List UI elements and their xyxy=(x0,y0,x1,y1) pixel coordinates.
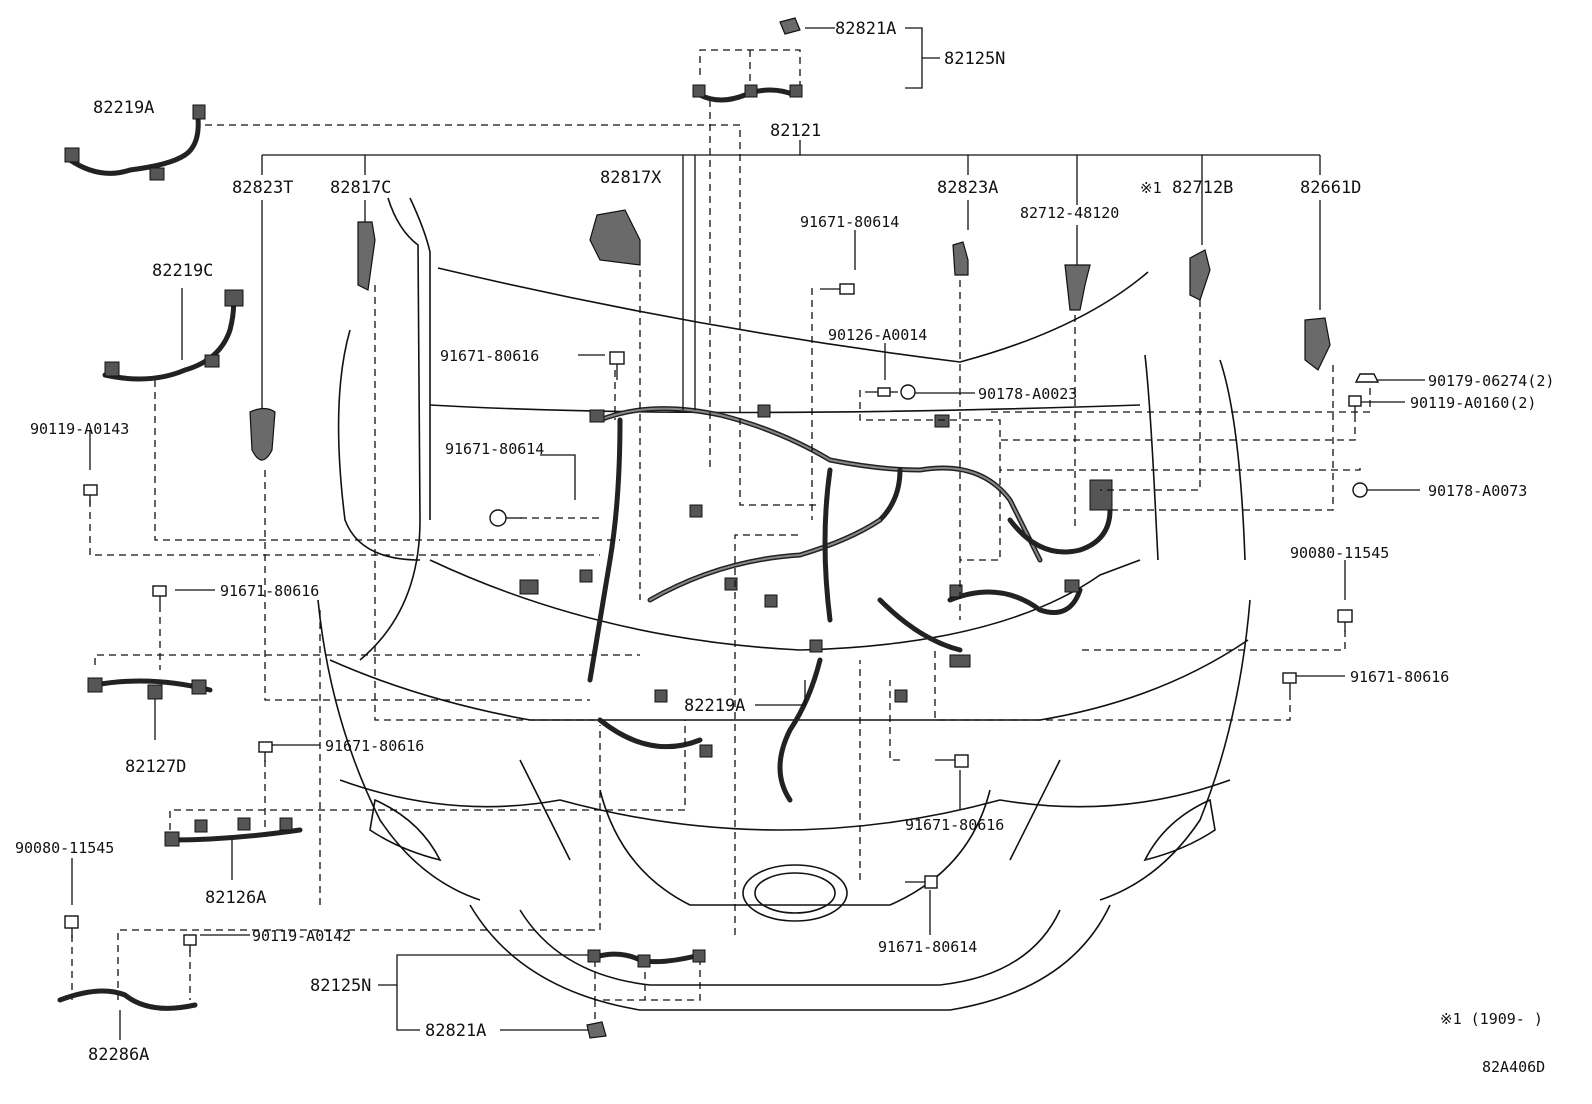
label-82817C: 82817C xyxy=(330,178,391,198)
label-82126A: 82126A xyxy=(205,888,266,908)
parts-drawn xyxy=(57,17,1331,1039)
bolt-91671-80616-r xyxy=(1282,672,1297,700)
bolt-91671-80616-a xyxy=(609,351,625,380)
label-90126-A0014: 90126-A0014 xyxy=(828,326,927,344)
footnote: ※1 (1909- ) xyxy=(1440,1010,1543,1028)
clip-82821A-bottom xyxy=(586,1021,607,1039)
bolt-91671-80614-a xyxy=(820,283,855,295)
label-82821A-bottom: 82821A xyxy=(425,1021,486,1041)
bolt-91671-80614-c xyxy=(905,875,938,889)
bolt-90126-A0014 xyxy=(865,387,898,397)
label-90178-A0023: 90178-A0023 xyxy=(978,385,1077,403)
sensor-82712-48120 xyxy=(1064,264,1091,311)
block-82661D xyxy=(1304,317,1331,371)
nut-90179-06274 xyxy=(1354,373,1380,383)
harness-82126A xyxy=(169,827,303,843)
fasteners xyxy=(64,283,1380,952)
label-82219A-top: 82219A xyxy=(93,98,154,118)
bolt-90080-11545-r xyxy=(1337,609,1353,632)
cap-82823A xyxy=(952,241,969,276)
label-82823A: 82823A xyxy=(937,178,998,198)
label-82712-48120: 82712-48120 xyxy=(1020,204,1119,222)
nut-90178-A0023 xyxy=(900,384,916,400)
bolt-91671-80614-b xyxy=(489,509,522,527)
label-91671-80616-c: 91671-80616 xyxy=(325,737,424,755)
label-82286A: 82286A xyxy=(88,1045,149,1065)
bolt-91671-80616-c xyxy=(258,741,273,762)
label-82219C: 82219C xyxy=(152,261,213,281)
label-91671-80616-right: 91671-80616 xyxy=(1350,668,1449,686)
grommet-82823T xyxy=(249,407,276,461)
label-82712B: 82712B xyxy=(1172,178,1233,198)
label-82817X: 82817X xyxy=(600,168,662,188)
harness-82219A-top xyxy=(67,115,201,176)
label-82823T: 82823T xyxy=(232,178,293,198)
label-90080-11545-right: 90080-11545 xyxy=(1290,544,1389,562)
relay-82817C xyxy=(357,221,376,291)
bolt-91671-80616-d xyxy=(935,754,969,768)
dashed-leaders xyxy=(71,49,1371,1030)
label-90179-06274: 90179-06274(2) xyxy=(1428,372,1554,390)
bolt-91671-80616-b xyxy=(152,585,167,606)
bracket-82817X xyxy=(589,209,641,266)
label-82121: 82121 xyxy=(770,121,821,141)
label-82127D: 82127D xyxy=(125,757,186,777)
connector-82712B xyxy=(1189,249,1211,301)
harness-82286A xyxy=(57,988,198,1011)
bolt-90119-A0160 xyxy=(1348,395,1362,415)
label-82821A-top: 82821A xyxy=(835,19,896,39)
label-90080-11545-left: 90080-11545 xyxy=(15,839,114,857)
bolt-90119-A0142 xyxy=(183,934,197,952)
label-82125N-bottom: 82125N xyxy=(310,976,371,996)
label-82219A-mid: 82219A xyxy=(684,696,745,716)
label-90119-A0160: 90119-A0160(2) xyxy=(1410,394,1536,412)
clip-82821A-top xyxy=(779,17,801,35)
label-91671-80614-c: 91671-80614 xyxy=(878,938,977,956)
label-90178-A0073: 90178-A0073 xyxy=(1428,482,1527,500)
label-91671-80616-d: 91671-80616 xyxy=(905,816,1004,834)
label-91671-80616-b: 91671-80616 xyxy=(220,582,319,600)
label-ref-mark: ※1 xyxy=(1140,179,1162,197)
bolt-90119-A0143 xyxy=(83,484,98,505)
nut-90178-A0073 xyxy=(1352,482,1368,498)
label-91671-80614-a: 91671-80614 xyxy=(800,213,899,231)
main-engine-harness xyxy=(519,404,1113,803)
label-90119-A0143: 90119-A0143 xyxy=(30,420,129,438)
label-91671-80616-a: 91671-80616 xyxy=(440,347,539,365)
bolt-90080-11545-l xyxy=(64,915,79,938)
vehicle-body-outline xyxy=(317,197,1251,1011)
part-labels: 82821A 82125N 82219A 82121 82823T 82817C… xyxy=(15,19,1554,1076)
label-90119-A0142: 90119-A0142 xyxy=(252,927,351,945)
figure-code: 82A406D xyxy=(1482,1058,1545,1076)
label-82661D: 82661D xyxy=(1300,178,1361,198)
label-82125N-top: 82125N xyxy=(944,49,1005,69)
label-91671-80614-b: 91671-80614 xyxy=(445,440,544,458)
